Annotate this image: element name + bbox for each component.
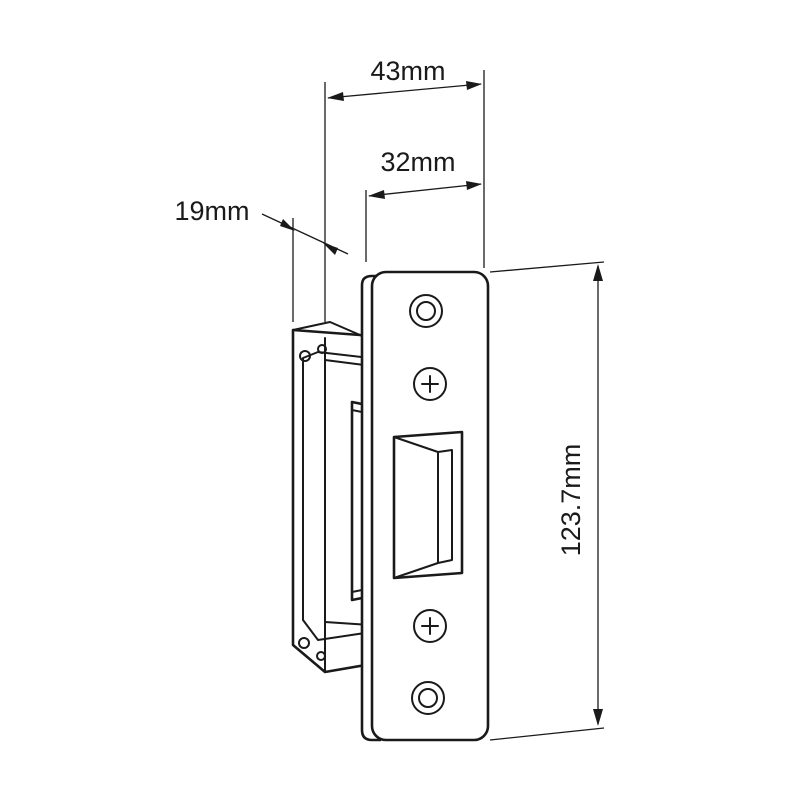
bottom-screw-icon [413, 609, 447, 643]
bottom-fixing-hole-inner-icon [418, 688, 438, 708]
bottom-screw-cross-icon [421, 617, 439, 635]
body-housing-top-edge [292, 321, 361, 336]
housing-hole-top-right-icon [317, 344, 327, 354]
dimension-faceplate-height: 123.7mm [489, 261, 605, 741]
strike-opening [392, 430, 464, 580]
faceplate-height-label: 123.7mm [556, 444, 586, 557]
faceplate-width-label: 32mm [380, 147, 455, 177]
top-screw-icon [413, 367, 447, 401]
top-fixing-hole-icon [409, 294, 443, 328]
top-fixing-hole-inner-icon [416, 301, 436, 321]
housing-hole-top-icon [299, 350, 311, 362]
faceplate [360, 270, 490, 742]
bottom-fixing-hole-icon [411, 681, 445, 715]
dimension-body-depth: 19mm [174, 196, 349, 322]
overall-width-label: 43mm [370, 56, 445, 86]
housing-hole-bottom-right-icon [316, 651, 326, 661]
body-depth-label: 19mm [174, 196, 249, 226]
dimension-faceplate-width: 32mm [365, 147, 482, 262]
strike-opening-inner [393, 436, 453, 579]
housing-hole-bottom-icon [298, 637, 310, 649]
dimension-overall-width: 43mm [324, 56, 485, 322]
top-screw-cross-icon [421, 375, 439, 393]
